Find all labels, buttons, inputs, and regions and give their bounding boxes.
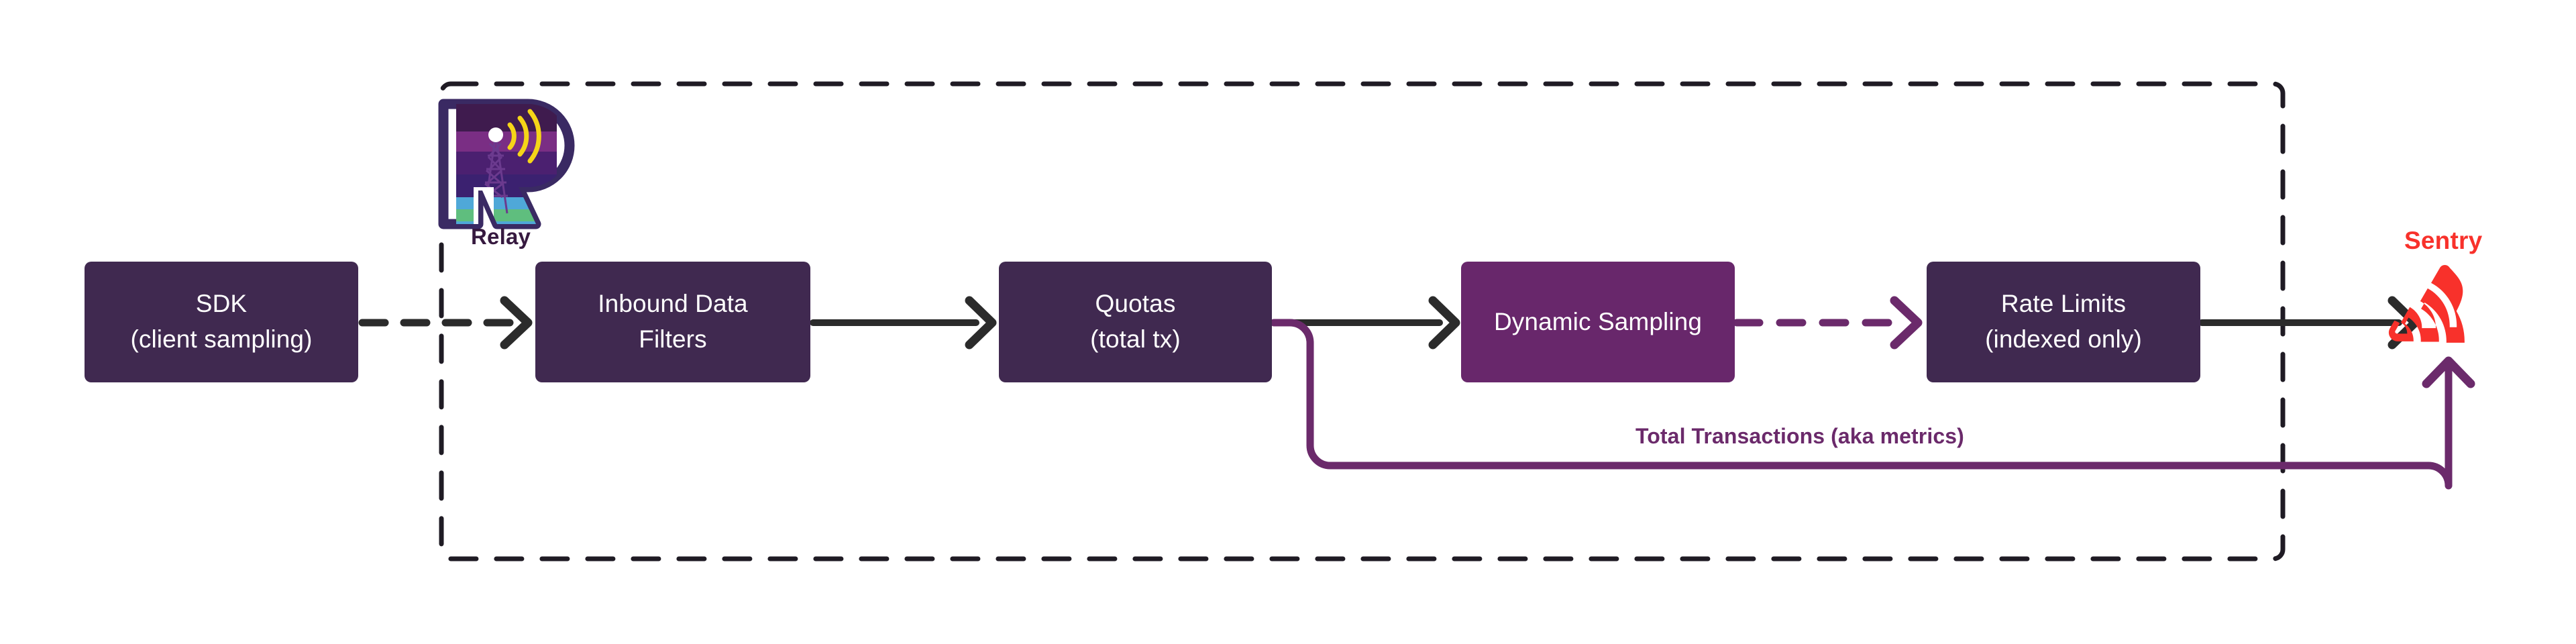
edge-dynamic-sampling-to-rate-limits — [1733, 296, 1923, 350]
node-dynamic-sampling-line1: Dynamic Sampling — [1493, 307, 1703, 335]
node-rate-limits[interactable]: Rate Limits (indexed only) — [1927, 262, 2200, 382]
edge-sdk-to-inbound-filters — [358, 296, 533, 350]
edge-label-total-transactions: Total Transactions (aka metrics) — [1635, 424, 1964, 448]
relay-tower-r-icon — [438, 99, 575, 229]
node-inbound-data-filters-line2: Filters — [639, 325, 707, 353]
sentry-flame-icon — [2388, 265, 2465, 343]
node-inbound-data-filters-line1: Inbound Data — [598, 290, 748, 318]
node-quotas[interactable]: Quotas (total tx) — [999, 262, 1272, 382]
sentry-wordmark: Sentry — [2404, 227, 2483, 254]
node-rate-limits-line1: Rate Limits — [2000, 290, 2127, 318]
node-sdk-line2: (client sampling) — [130, 325, 313, 353]
node-quotas-line1: Quotas — [1095, 290, 1176, 318]
node-quotas-line2: (total tx) — [1090, 325, 1181, 353]
node-dynamic-sampling[interactable]: Dynamic Sampling — [1461, 262, 1735, 382]
node-inbound-data-filters[interactable]: Inbound Data Filters — [535, 262, 810, 382]
node-rate-limits-line2: (indexed only) — [1985, 325, 2142, 353]
node-sdk-line1: SDK — [195, 290, 248, 318]
relay-logo-caption: Relay — [471, 224, 531, 249]
edge-quotas-to-sentry-metrics — [1270, 319, 2475, 490]
node-sdk[interactable]: SDK (client sampling) — [85, 262, 358, 382]
edge-inbound-filters-to-quotas — [810, 296, 997, 350]
